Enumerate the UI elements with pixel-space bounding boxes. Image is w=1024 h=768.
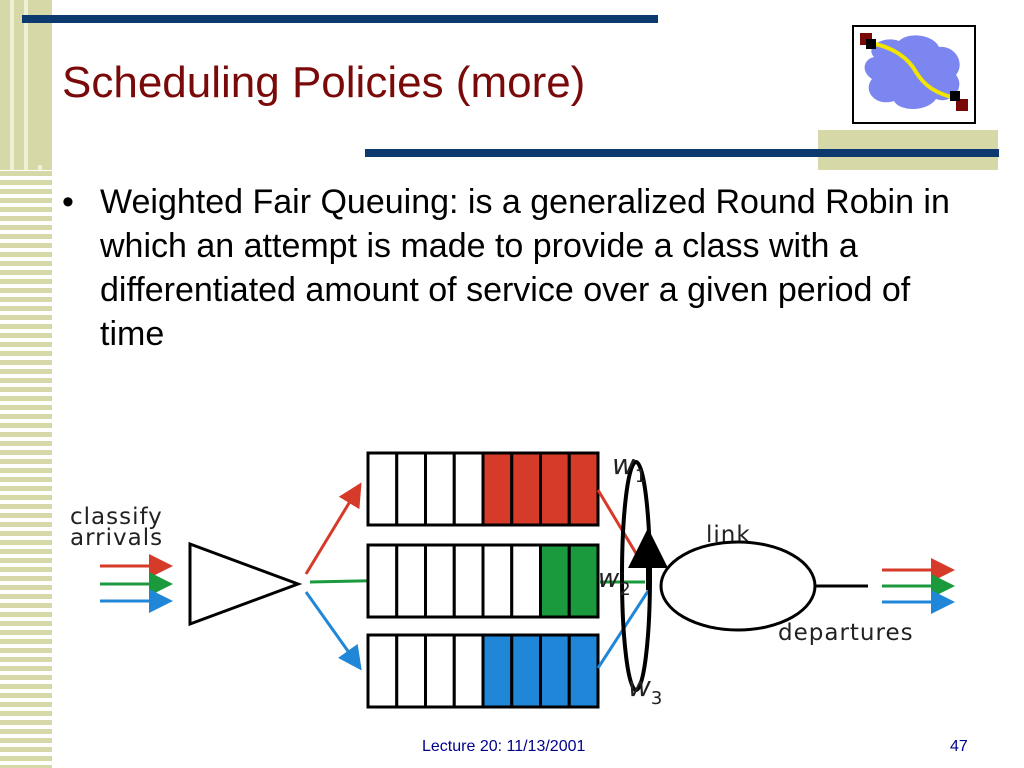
round-robin-cycle xyxy=(620,460,652,692)
queue-red-slot-empty xyxy=(366,451,399,527)
bullet-marker: • xyxy=(62,183,74,221)
queue-green-slot-empty xyxy=(452,543,485,619)
queues-group xyxy=(366,451,600,709)
classifier-blue-arrow xyxy=(304,591,362,671)
queue-red-slot-empty xyxy=(395,451,427,527)
bullet-text: Weighted Fair Queuing: is a generalized … xyxy=(100,183,950,353)
top-accent-bar xyxy=(30,0,48,165)
queue-blue-slot-filled xyxy=(510,633,542,709)
queue-green-slot-empty xyxy=(481,543,514,619)
queue-blue-slot-empty xyxy=(452,633,485,709)
weight-w1: w1 xyxy=(612,448,646,487)
classify-label: classify xyxy=(70,504,163,530)
queue-green-slot-empty xyxy=(424,543,456,619)
queue-green-slot-empty xyxy=(366,543,399,619)
arrivals-label: arrivals xyxy=(70,525,163,551)
queue-red-slot-filled xyxy=(481,451,514,527)
queue-blue-slot-filled xyxy=(567,633,600,709)
red-queue-output-line xyxy=(596,489,642,561)
queue-red-slot-filled xyxy=(539,451,571,527)
queue-blue-slot-empty xyxy=(395,633,427,709)
queue-green-slot-empty xyxy=(510,543,542,619)
page-number: 47 xyxy=(950,738,968,755)
weight-w2: w2 xyxy=(598,564,631,600)
queue-red-slot-filled xyxy=(567,451,600,527)
slide-title: Scheduling Policies (more) xyxy=(62,58,586,107)
queue-red-slot-empty xyxy=(452,451,485,527)
queue-red-slot-filled xyxy=(510,451,542,527)
weight-w3: w3 xyxy=(628,670,662,709)
bottom-rule-bar xyxy=(365,149,999,157)
top-rule-bar xyxy=(22,15,658,23)
departures-label: departures xyxy=(778,620,914,646)
queue-green-slot-filled xyxy=(539,543,571,619)
network-logo-icon xyxy=(852,25,976,124)
classifier-triangle xyxy=(188,541,303,627)
queue-green-slot-empty xyxy=(395,543,427,619)
queue-blue-slot-filled xyxy=(539,633,571,709)
queue-blue-slot-empty xyxy=(366,633,399,709)
queue-red-slot-empty xyxy=(424,451,456,527)
classifier-red-arrow xyxy=(304,482,362,575)
link-server-circle xyxy=(659,540,817,632)
queue-blue-slot-filled xyxy=(481,633,514,709)
queue-blue-slot-empty xyxy=(424,633,456,709)
footer-lecture-date: Lecture 20: 11/13/2001 xyxy=(422,738,586,755)
queue-green-slot-filled xyxy=(567,543,600,619)
